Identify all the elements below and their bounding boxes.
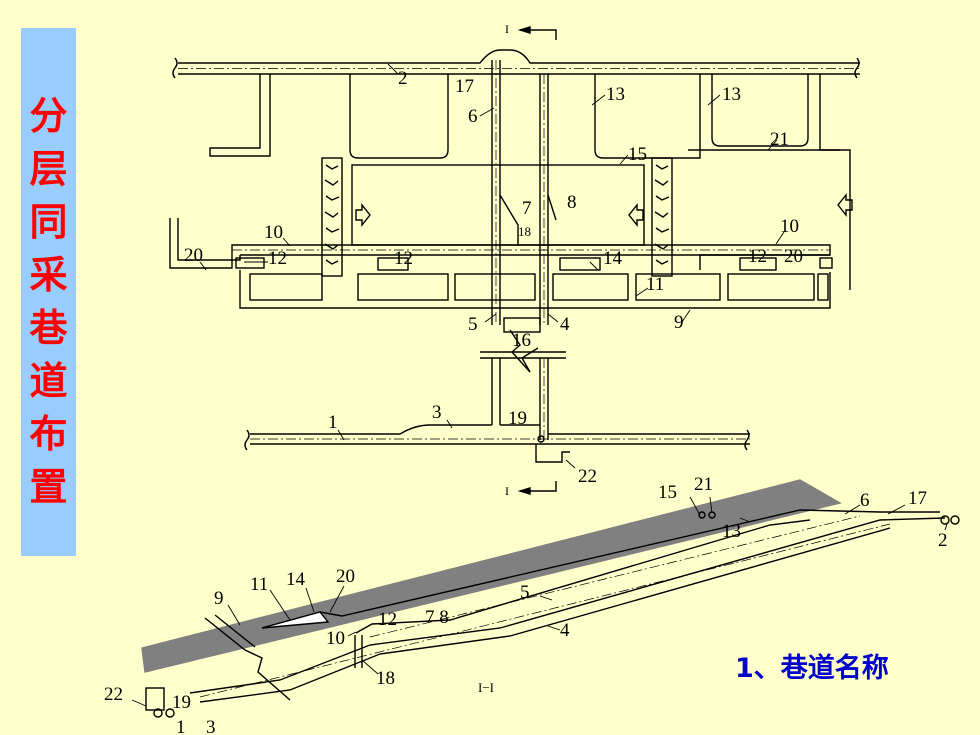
label-10: 10 <box>264 222 283 243</box>
label-20: 20 <box>184 245 203 266</box>
section-label-22: 22 <box>104 684 123 705</box>
section-label-21: 21 <box>694 474 713 495</box>
caption-roadway-names: 1、巷道名称 <box>735 653 889 684</box>
label-22: 22 <box>578 466 597 487</box>
side-title-panel: 分 层 同 采 巷 道 布 置 <box>21 28 76 556</box>
section-label-4: 4 <box>560 620 570 641</box>
side-title-char: 道 <box>29 359 68 403</box>
section-label-13: 13 <box>722 521 741 542</box>
section-arrow-icon <box>517 26 531 34</box>
section-label-1: 1 <box>176 717 186 735</box>
side-title-char: 分 <box>29 94 68 138</box>
flow-arrow-icon <box>355 203 371 227</box>
side-title-char: 巷 <box>29 306 68 350</box>
label-18: 18 <box>518 224 531 239</box>
upper-block <box>349 74 449 159</box>
label-9: 9 <box>674 312 684 333</box>
coal-seam <box>141 479 842 673</box>
working-roadway <box>169 218 833 271</box>
upper-block <box>711 74 809 147</box>
section-label-14: 14 <box>286 569 306 590</box>
label-11: 11 <box>646 274 664 295</box>
central-shafts <box>491 60 557 325</box>
label-19: 19 <box>508 408 527 429</box>
section-mark-top: I <box>505 22 509 36</box>
label-5: 5 <box>468 314 478 335</box>
side-title-char: 同 <box>29 200 68 244</box>
label-16: 16 <box>512 330 531 351</box>
label-3: 3 <box>432 402 442 423</box>
label-14: 14 <box>603 248 623 269</box>
label-6: 6 <box>468 106 478 127</box>
bottom-roadway <box>244 424 750 463</box>
label-2: 2 <box>398 68 408 89</box>
top-roadway <box>172 49 860 79</box>
section-label-18: 18 <box>376 668 395 689</box>
label-10: 10 <box>780 216 799 237</box>
fault-zigzag <box>509 329 539 373</box>
section-label-5: 5 <box>520 582 530 603</box>
label-13: 13 <box>606 84 625 105</box>
section-label-3: 3 <box>206 717 216 735</box>
section-label-7-8: 7 8 <box>425 607 449 628</box>
section-roadways <box>145 509 960 718</box>
section-arrow-icon <box>517 487 531 495</box>
label-4: 4 <box>560 314 570 335</box>
label-13: 13 <box>722 84 741 105</box>
rubble-pack <box>321 157 673 277</box>
section-label-6: 6 <box>860 490 870 511</box>
side-title-char: 布 <box>29 412 68 456</box>
label-20: 20 <box>784 246 803 267</box>
side-title-char: 置 <box>29 465 68 509</box>
lower-roadway <box>239 270 831 309</box>
label-8: 8 <box>567 192 577 213</box>
label-12: 12 <box>394 248 413 269</box>
flow-arrow-icon <box>837 193 853 217</box>
central-block <box>351 164 645 246</box>
section-leader-lines <box>131 496 948 707</box>
section-label-17: 17 <box>908 488 927 509</box>
section-label-20: 20 <box>336 566 355 587</box>
section-label-19: 19 <box>172 692 191 713</box>
label-1: 1 <box>328 412 338 433</box>
label-15: 15 <box>628 144 647 165</box>
leader-lines <box>199 63 785 469</box>
label-12: 12 <box>748 246 767 267</box>
section-label-2: 2 <box>938 530 948 551</box>
label-12: 12 <box>268 248 287 269</box>
label-17: 17 <box>455 76 474 97</box>
section-label-12: 12 <box>378 609 397 630</box>
section-mark-bottom: I <box>505 484 509 498</box>
side-title-char: 采 <box>29 253 68 297</box>
label-21: 21 <box>770 129 789 150</box>
upper-block <box>594 74 701 159</box>
left-connector <box>209 74 271 157</box>
section-label-10: 10 <box>326 628 345 649</box>
section-label-11: 11 <box>250 574 268 595</box>
section-view-label: I−I <box>478 680 494 695</box>
side-title-char: 层 <box>29 147 68 191</box>
flow-arrow-icon <box>628 203 644 227</box>
label-7: 7 <box>522 198 532 219</box>
section-label-15: 15 <box>658 482 677 503</box>
section-label-9: 9 <box>214 588 224 609</box>
